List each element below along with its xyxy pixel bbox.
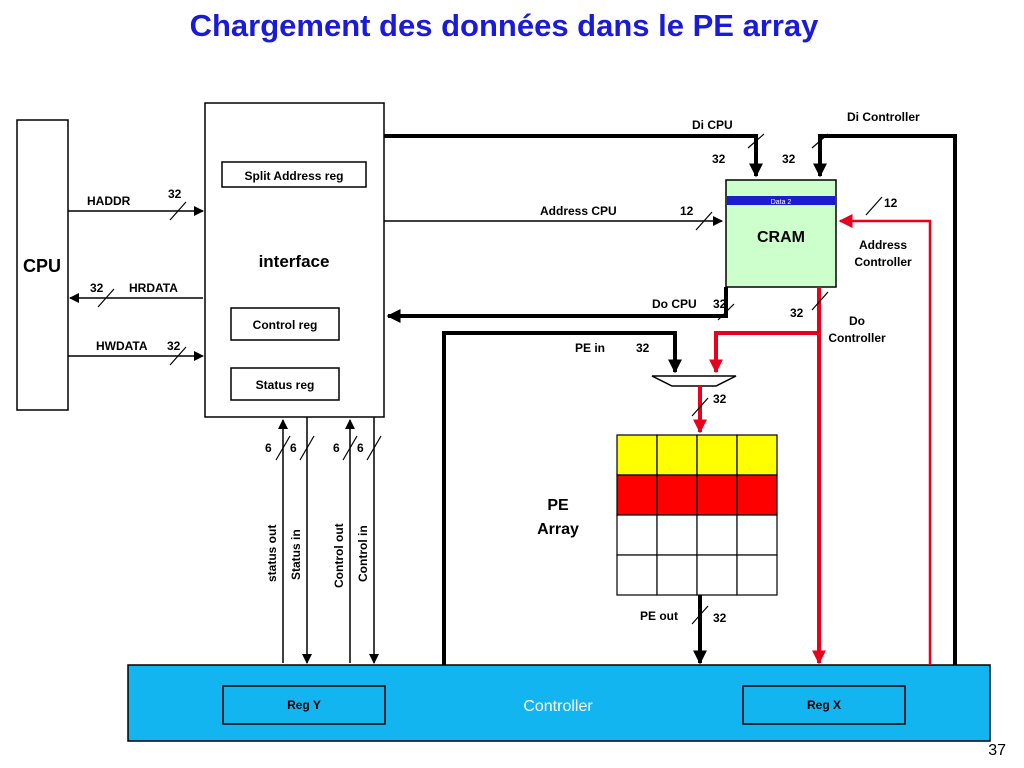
cram-band-label: Data 2 [771, 199, 792, 206]
reg-y-box [222, 685, 386, 725]
controller-block: Controller Reg Y Reg X [127, 664, 991, 742]
hrdata-slash [97, 288, 115, 308]
address-controller-label-line2: Controller [854, 255, 912, 269]
controller-label: Controller [523, 698, 593, 715]
pe-cell [656, 554, 698, 596]
pe-cell [616, 434, 658, 476]
control-reg-box [230, 307, 340, 341]
address-cpu-label: Address CPU [540, 204, 617, 218]
pe-out-width: 32 [713, 611, 727, 625]
pe-array-grid [616, 434, 778, 596]
split-address-reg-label: Split Address reg [245, 169, 344, 183]
hwdata-width: 32 [167, 339, 181, 353]
control-reg-label: Control reg [253, 318, 318, 332]
di-cpu-slash [747, 133, 765, 149]
pe-cell [616, 474, 658, 516]
hwdata-slash [169, 346, 187, 366]
pe-cell [616, 554, 658, 596]
haddr-width: 32 [168, 187, 182, 201]
di-cpu-width: 32 [712, 152, 726, 166]
status-reg-box [230, 367, 340, 401]
do-controller-label-line1: Do [849, 314, 865, 328]
do-controller-slash [811, 291, 829, 311]
pe-in-bus [442, 331, 682, 665]
status-in-label: Status in [289, 529, 303, 580]
address-controller-bus [838, 214, 932, 665]
pe-cell [656, 474, 698, 516]
di-controller-width: 32 [782, 152, 796, 166]
page-number: 37 [988, 742, 1006, 759]
pe-out-label: PE out [640, 609, 678, 623]
do-controller-width: 32 [790, 306, 804, 320]
address-cpu-slash [695, 211, 713, 231]
do-cpu-slash [717, 303, 735, 321]
pe-cell [736, 474, 778, 516]
control-out-label: Control out [332, 523, 346, 588]
pe-cell [736, 514, 778, 556]
pe-in-width: 32 [636, 341, 650, 355]
pe-cell [696, 474, 738, 516]
cram-data-band [727, 196, 835, 205]
control-out-slash [342, 435, 358, 461]
pe-cell [736, 434, 778, 476]
status-out-slash [275, 435, 291, 461]
do-cpu-bus [386, 287, 728, 323]
haddr-slash [169, 201, 187, 221]
pe-in-label: PE in [575, 341, 605, 355]
pe-array-label-line2: Array [537, 521, 579, 538]
interface-block: interface Split Address reg Control reg … [204, 102, 385, 418]
di-controller-bus [813, 134, 957, 665]
address-cpu-width: 12 [680, 204, 694, 218]
haddr-label: HADDR [87, 194, 131, 208]
control-in-label: Control in [356, 525, 370, 582]
hrdata-label: HRDATA [129, 281, 178, 295]
split-address-reg-box [221, 161, 367, 188]
do-cpu-width: 32 [713, 297, 727, 311]
status-out-width: 6 [265, 441, 272, 455]
pe-cell [696, 554, 738, 596]
pe-cell [736, 554, 778, 596]
di-controller-label: Di Controller [847, 110, 920, 124]
pe-cell [696, 514, 738, 556]
reg-x-label: Reg X [807, 698, 841, 712]
cram-label: CRAM [757, 229, 805, 246]
di-controller-slash [811, 133, 829, 149]
di-cpu-label: Di CPU [692, 118, 733, 132]
pe-cell [616, 514, 658, 556]
do-cpu-label: Do CPU [652, 297, 697, 311]
control-out-width: 6 [333, 441, 340, 455]
di-cpu-bus [384, 134, 763, 178]
reg-y-label: Reg Y [287, 698, 321, 712]
do-controller-to-mux [709, 331, 819, 374]
pe-array-label-line1: PE [547, 497, 569, 514]
control-in-slash [366, 435, 382, 461]
pe-cell [656, 514, 698, 556]
cpu-label: CPU [23, 256, 61, 276]
address-controller-width: 12 [884, 196, 898, 210]
address-controller-slash [865, 196, 883, 216]
mux-out-slash [691, 397, 709, 417]
status-out-label: status out [265, 525, 279, 582]
pe-cell [696, 434, 738, 476]
cpu-block: CPU [16, 119, 69, 411]
status-in-width: 6 [290, 441, 297, 455]
cram-block: Data 2 CRAM [725, 179, 837, 288]
multiplexer [651, 375, 737, 387]
mux-out-width: 32 [713, 392, 727, 406]
status-reg-label: Status reg [256, 378, 315, 392]
hwdata-label: HWDATA [96, 339, 148, 353]
status-in-slash [299, 435, 315, 461]
hrdata-width: 32 [90, 281, 104, 295]
pe-out-slash [691, 605, 709, 625]
reg-x-box [742, 685, 906, 725]
control-in-width: 6 [357, 441, 364, 455]
pe-cell [656, 434, 698, 476]
page-title: Chargement des données dans le PE array [189, 8, 819, 43]
do-controller-label-line2: Controller [828, 331, 886, 345]
interface-label: interface [259, 252, 330, 271]
address-controller-label-line1: Address [859, 238, 907, 252]
